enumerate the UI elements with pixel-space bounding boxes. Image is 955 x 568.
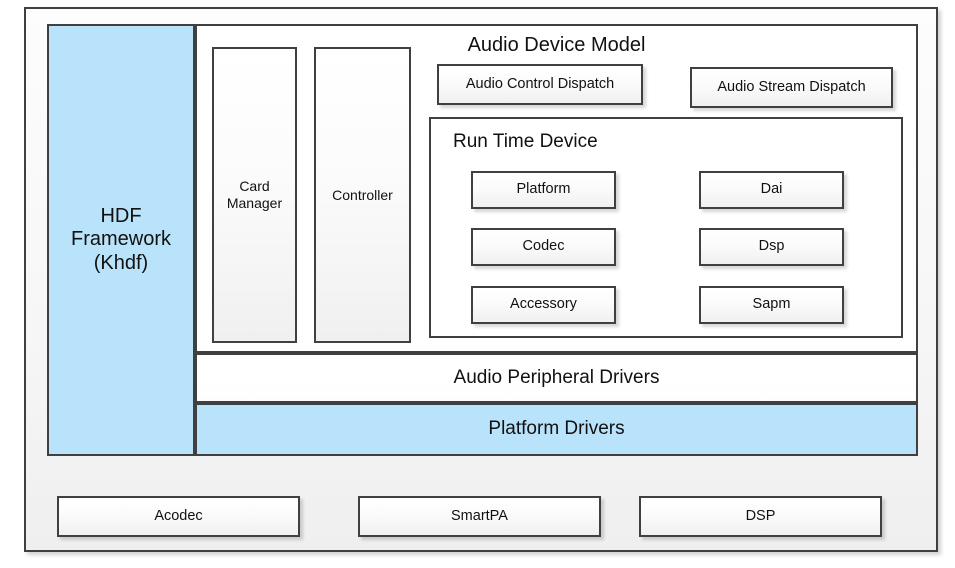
dsp-hardware-block: DSP [639, 496, 882, 537]
sapm-block: Sapm [699, 286, 844, 324]
dsp-runtime-block: Dsp [699, 228, 844, 266]
audio-stream-dispatch-label: Audio Stream Dispatch [717, 78, 866, 95]
audio-control-dispatch-block: Audio Control Dispatch [437, 64, 643, 105]
hdf-framework-label-line3: (Khdf) [93, 251, 149, 274]
acodec-label: Acodec [154, 507, 203, 524]
run-time-device-title: Run Time Device [453, 131, 598, 152]
hdf-framework-label-line1: HDF [100, 204, 142, 227]
codec-label: Codec [522, 238, 565, 255]
audio-device-model-title: Audio Device Model [467, 34, 646, 56]
hdf-framework-block: HDF Framework (Khdf) [47, 24, 195, 456]
audio-peripheral-drivers-label: Audio Peripheral Drivers [453, 366, 660, 388]
card-manager-label-line2: Manager [226, 195, 283, 211]
sapm-label: Sapm [752, 296, 791, 313]
smartpa-label: SmartPA [451, 507, 508, 524]
controller-label: Controller [332, 186, 393, 203]
card-manager-label-line1: Card [239, 178, 270, 195]
platform-label: Platform [516, 181, 571, 198]
dai-block: Dai [699, 171, 844, 209]
acodec-block: Acodec [57, 496, 300, 537]
audio-peripheral-drivers-layer: Audio Peripheral Drivers [195, 353, 918, 403]
hdf-framework-label-line2: Framework [70, 228, 171, 251]
accessory-label: Accessory [510, 296, 577, 313]
audio-control-dispatch-label: Audio Control Dispatch [465, 75, 615, 92]
card-manager-label: Card Manager [227, 178, 282, 211]
dsp-runtime-label: Dsp [758, 238, 785, 255]
dai-label: Dai [760, 181, 783, 198]
card-manager-block: Card Manager [212, 47, 297, 343]
platform-drivers-label: Platform Drivers [488, 418, 625, 440]
codec-block: Codec [471, 228, 616, 266]
audio-stream-dispatch-block: Audio Stream Dispatch [690, 67, 893, 108]
hdf-framework-label: HDF Framework (Khdf) [71, 205, 171, 276]
dsp-hardware-label: DSP [745, 507, 776, 524]
smartpa-block: SmartPA [358, 496, 601, 537]
platform-drivers-layer: Platform Drivers [195, 403, 918, 456]
accessory-block: Accessory [471, 286, 616, 324]
controller-block: Controller [314, 47, 411, 343]
platform-block: Platform [471, 171, 616, 209]
